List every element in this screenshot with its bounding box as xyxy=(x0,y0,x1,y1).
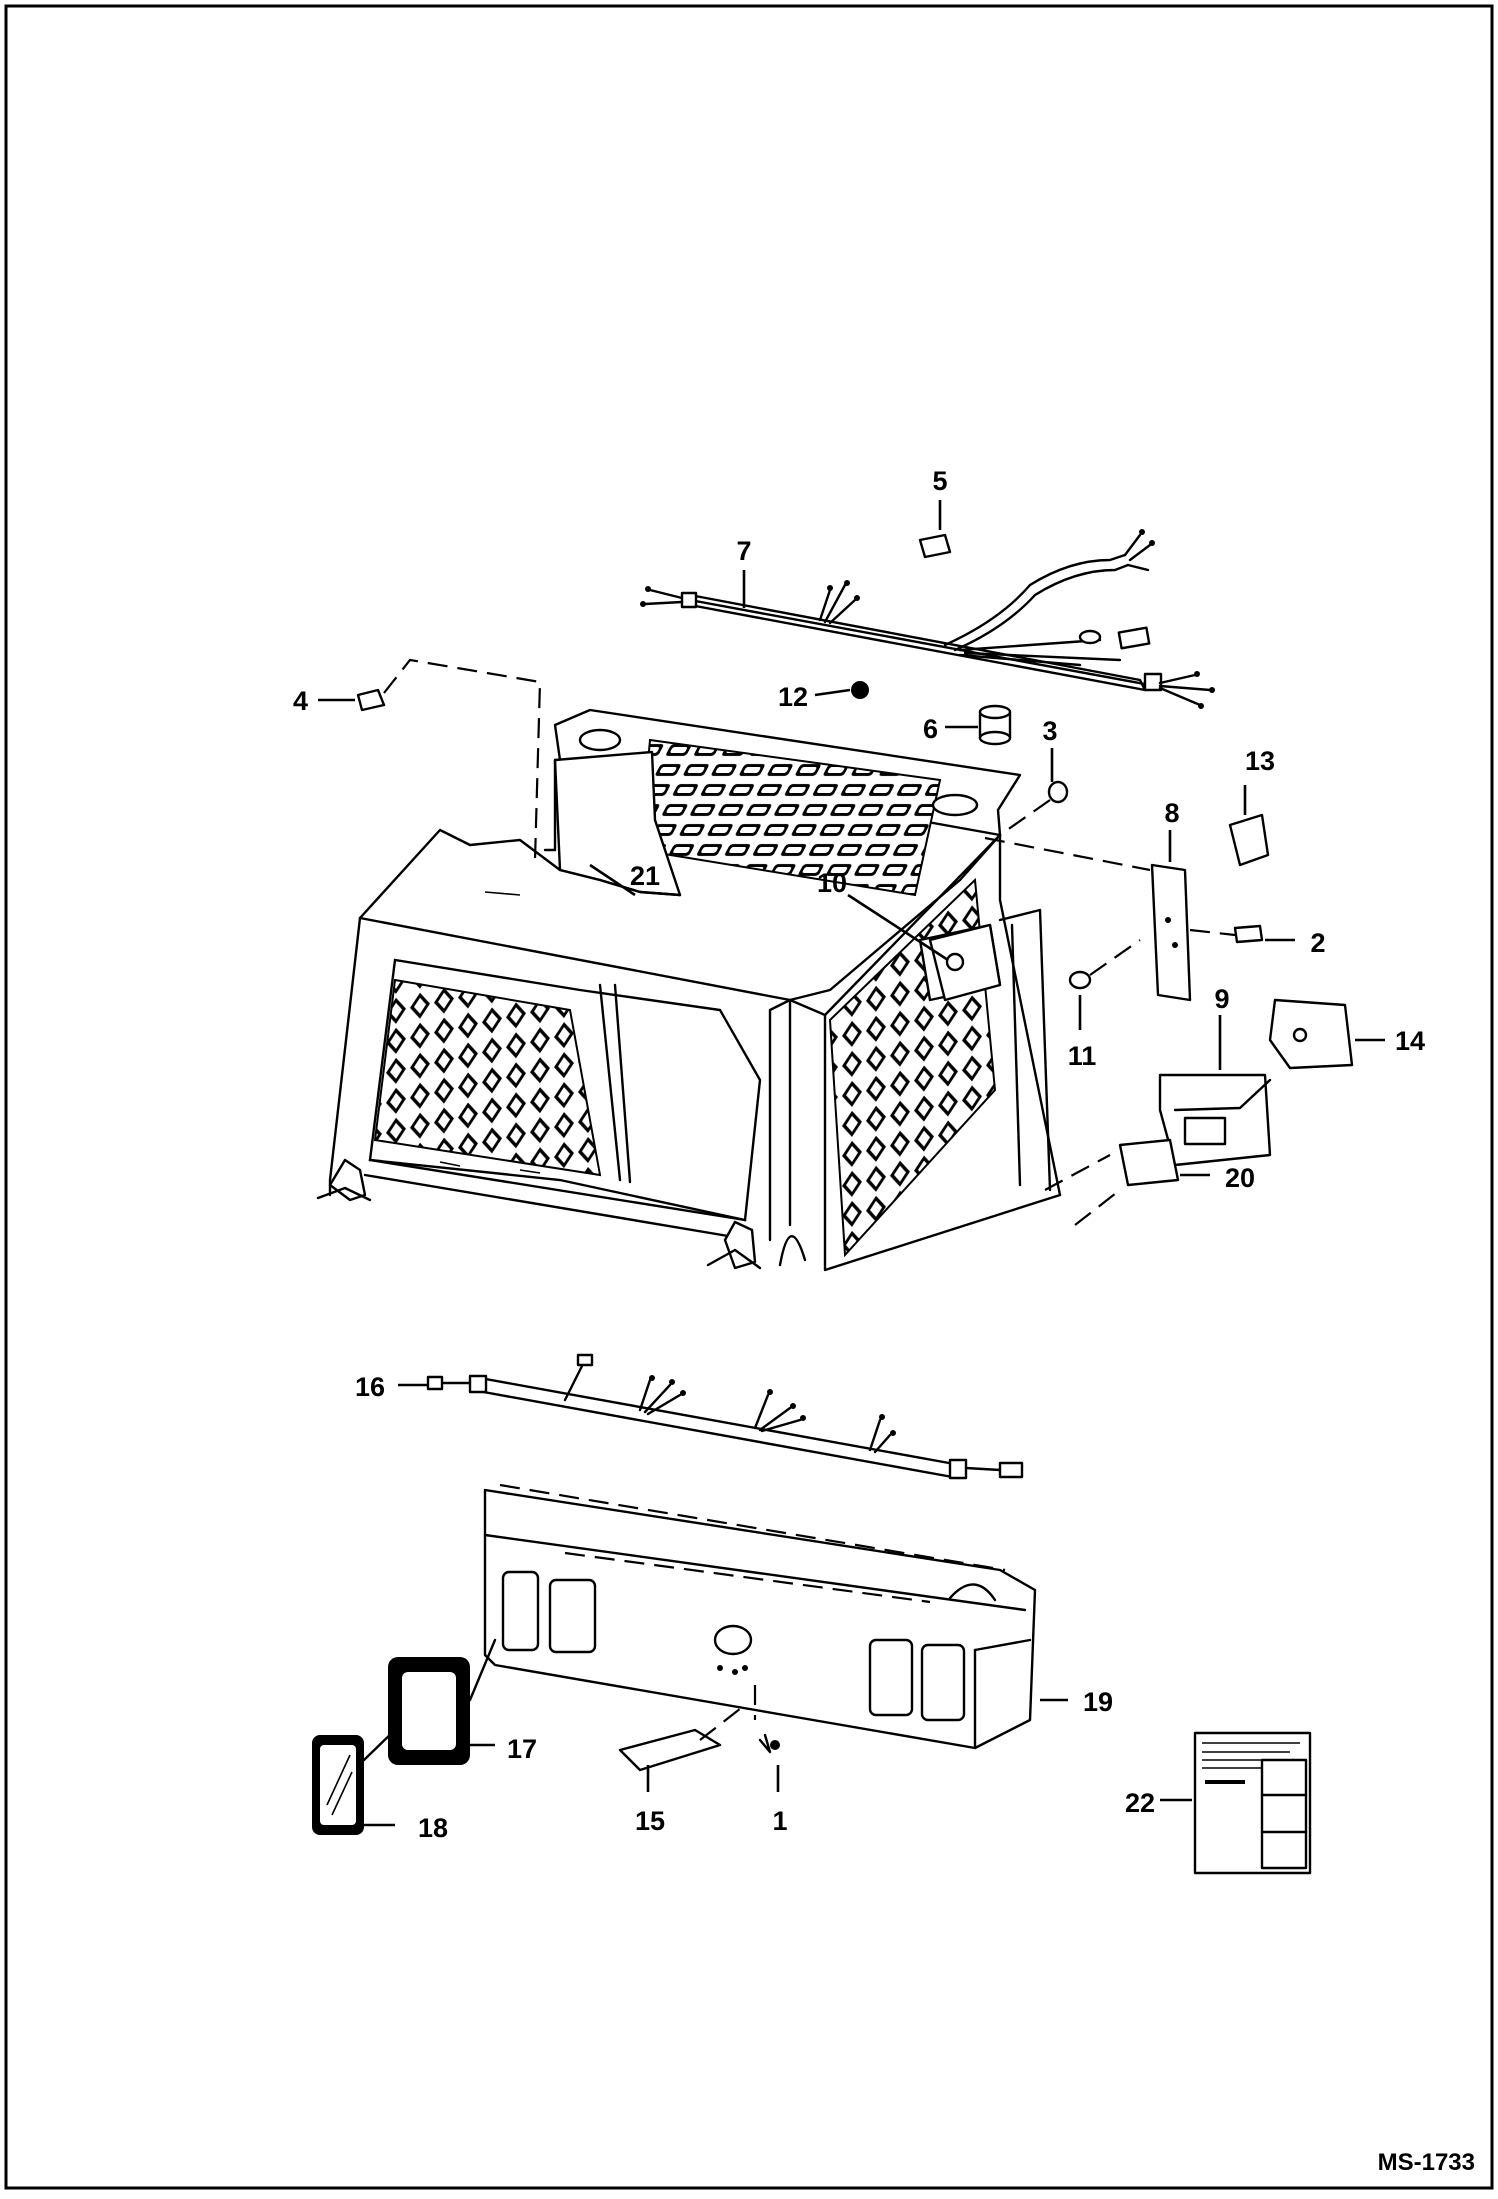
callout-2: 2 xyxy=(1310,928,1325,958)
callout-15: 15 xyxy=(635,1806,665,1836)
callout-11: 11 xyxy=(1068,1041,1097,1071)
dash-15 xyxy=(699,1704,746,1741)
callout-17: 17 xyxy=(507,1734,537,1764)
part-12-nut xyxy=(851,681,869,699)
part-22-decal xyxy=(1193,1731,1312,1875)
dash-3 xyxy=(999,799,1051,836)
part-11-screw xyxy=(1068,970,1092,990)
dash-2 xyxy=(984,836,1236,937)
callout-12: 12 xyxy=(778,682,808,712)
console-panel-19 xyxy=(483,1483,1037,1750)
figure-id: MS-1733 xyxy=(1378,2149,1475,2176)
callout-13: 13 xyxy=(1245,746,1275,776)
part-6-alarm xyxy=(978,704,1012,746)
part-3-nut xyxy=(1047,780,1069,804)
callout-16: 16 xyxy=(355,1372,385,1402)
callout-7: 7 xyxy=(736,536,751,566)
callout-14: 14 xyxy=(1395,1026,1425,1056)
dash-11 xyxy=(1089,939,1141,976)
dash-4 xyxy=(383,658,542,861)
wiring-harness-16 xyxy=(426,1353,1024,1480)
part-5-connector xyxy=(918,533,952,559)
part-14-lamp xyxy=(1268,998,1354,1070)
callout-18: 18 xyxy=(418,1813,448,1843)
part-10-plate xyxy=(928,923,1002,1002)
callout-19: 19 xyxy=(1083,1687,1113,1717)
part-13-flasher xyxy=(1228,813,1270,867)
part-15-cover xyxy=(618,1728,722,1772)
callout-22: 22 xyxy=(1125,1788,1155,1818)
part-2-bolt xyxy=(1233,924,1264,944)
part-8-bracket xyxy=(1150,863,1192,1002)
callout-20: 20 xyxy=(1225,1163,1255,1193)
part-4-connector xyxy=(356,688,386,712)
part-20-gasket xyxy=(1118,1138,1180,1187)
callout-4: 4 xyxy=(293,686,308,716)
page-border xyxy=(4,4,1494,2190)
callout-1: 1 xyxy=(772,1806,787,1836)
wiring-harness-7 xyxy=(640,529,1215,709)
callout-10: 10 xyxy=(817,868,847,898)
callout-3: 3 xyxy=(1042,716,1057,746)
callout-9: 9 xyxy=(1214,984,1229,1014)
dash-20 xyxy=(1044,1154,1121,1226)
callout-8: 8 xyxy=(1164,798,1179,828)
callout-6: 6 xyxy=(923,714,938,744)
callout-21: 21 xyxy=(630,861,660,891)
part-1-plug xyxy=(770,1740,780,1750)
callout-labels: 5 7 4 12 6 3 13 8 10 2 11 9 14 20 21 16 … xyxy=(293,466,1425,1843)
leader-lines xyxy=(318,500,1385,1827)
callout-5: 5 xyxy=(932,466,947,496)
